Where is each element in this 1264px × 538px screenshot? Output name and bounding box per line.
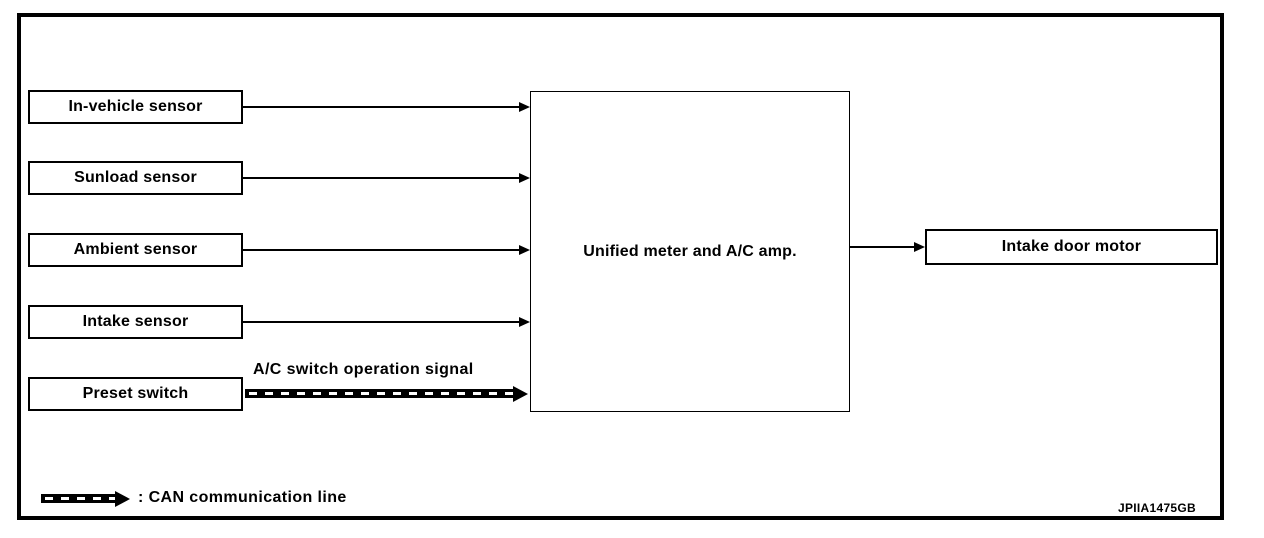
arrow-intake-sensor-icon	[243, 321, 519, 323]
input-box-ambient-sensor: Ambient sensor	[28, 233, 243, 267]
input-box-sunload-sensor: Sunload sensor	[28, 161, 243, 195]
input-box-intake-sensor: Intake sensor	[28, 305, 243, 339]
arrow-in-vehicle-sensor-icon	[243, 106, 519, 108]
can-signal-label: A/C switch operation signal	[253, 361, 474, 378]
arrow-ambient-sensor-icon	[243, 249, 519, 251]
output-box-intake-door-motor: Intake door motor	[925, 229, 1218, 265]
input-box-preset-switch: Preset switch	[28, 377, 243, 411]
center-box-unified-meter-ac-amp: Unified meter and A/C amp.	[530, 91, 850, 412]
can-communication-arrow-icon	[245, 389, 513, 398]
input-box-in-vehicle-sensor: In-vehicle sensor	[28, 90, 243, 124]
figure-code: JPIIA1475GB	[1117, 501, 1196, 515]
arrow-output-icon	[850, 246, 914, 248]
legend-label: : CAN communication line	[138, 489, 347, 506]
arrow-sunload-sensor-icon	[243, 177, 519, 179]
legend-can-arrow-icon	[41, 494, 115, 503]
